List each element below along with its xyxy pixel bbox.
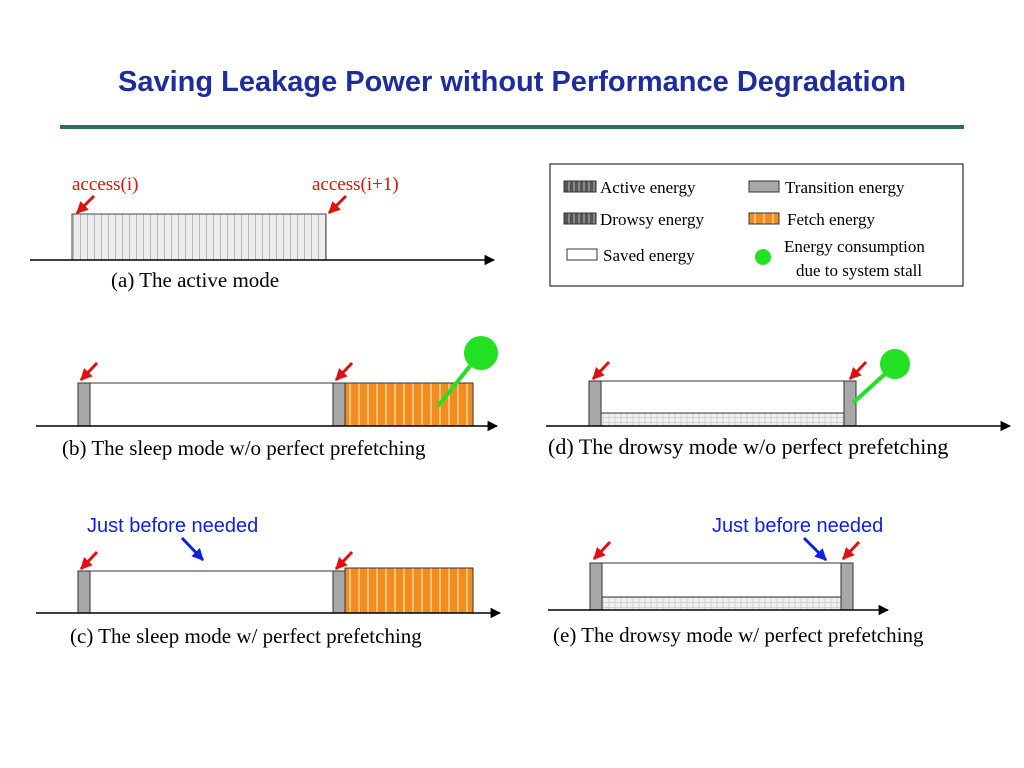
transition-block — [588, 380, 602, 427]
access-i-arrow-icon — [75, 194, 96, 215]
access-arrow-icon — [592, 540, 612, 561]
panel-b: (b) The sleep mode w/o perfect prefetchi… — [36, 336, 499, 460]
access-arrow-icon — [848, 360, 868, 381]
panel-d-caption: (d) The drowsy mode w/o perfect prefetch… — [548, 434, 948, 459]
legend-saved: Saved energy — [603, 246, 695, 265]
stall-energy-icon — [464, 336, 498, 370]
panel-c: Just before needed (c) The sleep mode w/… — [36, 515, 502, 648]
access-i1-arrow-icon — [327, 194, 348, 215]
page-title: Saving Leakage Power without Performance… — [117, 66, 907, 98]
transition-block — [589, 562, 603, 611]
legend-drowsy: Drowsy energy — [600, 210, 705, 229]
panel-b-caption: (b) The sleep mode w/o perfect prefetchi… — [62, 436, 426, 460]
stall-energy-swatch-icon — [755, 249, 771, 265]
stall-pointer — [436, 364, 472, 408]
saved-energy-block — [89, 382, 334, 427]
drowsy-energy-swatch-icon — [563, 212, 597, 225]
legend-stall-line1: Energy consumption — [784, 237, 925, 256]
saved-energy-block — [601, 562, 842, 598]
saved-energy-block — [89, 570, 334, 614]
stall-energy-icon — [880, 349, 910, 379]
panel-a-caption: (a) The active mode — [111, 268, 279, 292]
saved-energy-swatch-icon — [566, 248, 598, 261]
prefetch-arrow-icon — [180, 536, 205, 562]
transition-block — [332, 382, 346, 427]
transition-block — [840, 562, 854, 611]
panel-a: access(i) access(i+1) (a) The active mod… — [30, 174, 496, 292]
transition-block — [332, 570, 346, 614]
title-divider — [60, 125, 964, 129]
saved-energy-block — [600, 380, 845, 414]
access-arrow-icon — [79, 361, 99, 382]
transition-block — [77, 382, 91, 427]
active-energy-bar — [71, 213, 327, 261]
access-arrow-icon — [334, 550, 354, 571]
access-arrow-icon — [334, 361, 354, 382]
legend-active: Active energy — [600, 178, 696, 197]
transition-block — [77, 570, 91, 614]
legend-fetch: Fetch energy — [787, 210, 875, 229]
panel-e: Just before needed (e) The drowsy mode w… — [548, 515, 924, 647]
access-arrow-icon — [591, 360, 611, 381]
active-energy-swatch-icon — [563, 180, 597, 193]
transition-energy-swatch-icon — [748, 180, 780, 193]
panel-c-caption: (c) The sleep mode w/ perfect prefetchin… — [70, 624, 422, 648]
prefetch-arrow-icon — [802, 536, 828, 562]
legend-transition: Transition energy — [785, 178, 905, 197]
just-before-needed-label: Just before needed — [87, 515, 258, 537]
legend-stall-line2: due to system stall — [796, 261, 922, 280]
access-i-label: access(i) — [72, 174, 138, 195]
panel-d: (d) The drowsy mode w/o perfect prefetch… — [546, 349, 1012, 459]
drowsy-energy-block — [601, 596, 842, 611]
access-arrow-icon — [79, 550, 99, 571]
access-i1-label: access(i+1) — [312, 174, 399, 195]
fetch-energy-block — [344, 567, 474, 614]
just-before-needed-label: Just before needed — [712, 515, 883, 537]
fetch-energy-swatch-icon — [748, 212, 780, 225]
drowsy-energy-block — [600, 412, 845, 427]
stall-pointer — [851, 371, 888, 405]
legend: Active energy Transition energy Drowsy e… — [549, 163, 964, 287]
panel-e-caption: (e) The drowsy mode w/ perfect prefetchi… — [553, 623, 924, 647]
access-arrow-icon — [841, 540, 861, 561]
